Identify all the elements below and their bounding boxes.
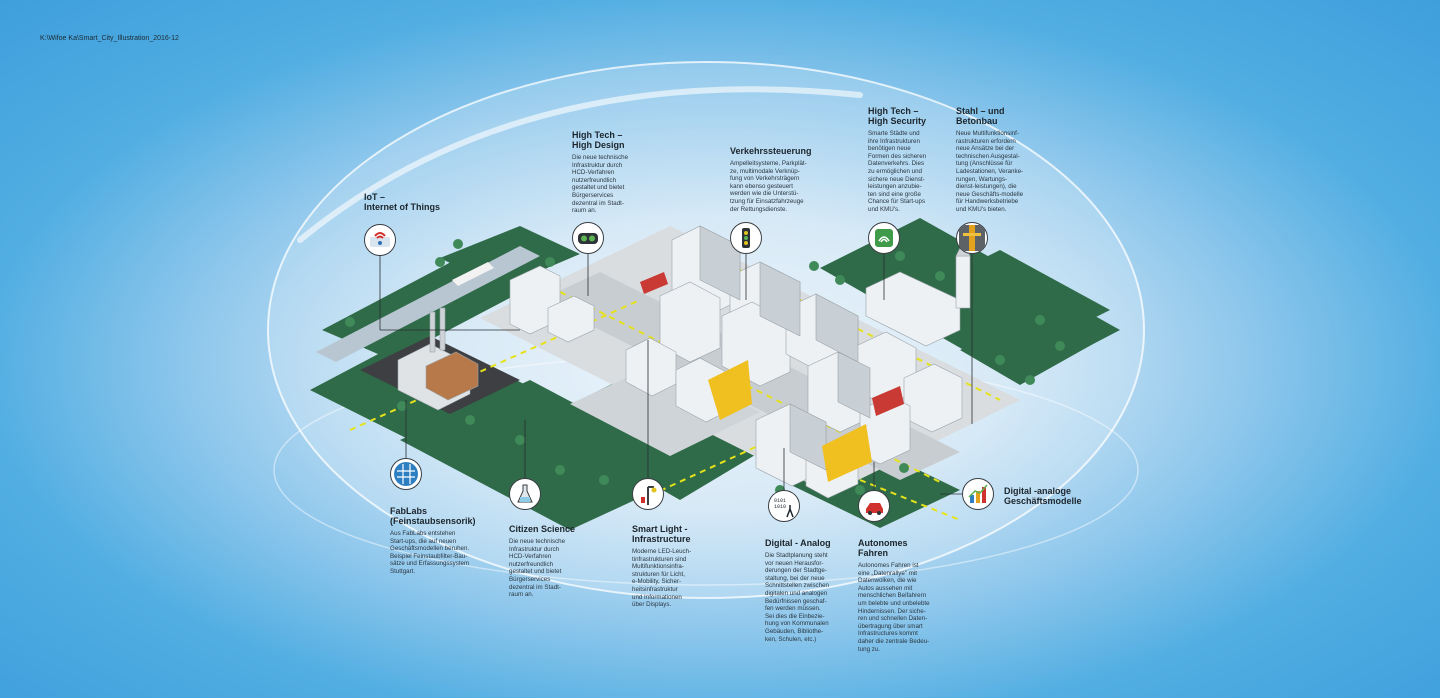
canal bbox=[316, 246, 540, 362]
label-smartlight-title: Smart Light - Infrastructure bbox=[632, 524, 691, 544]
leader-lines bbox=[379, 252, 973, 495]
streetlight-icon[interactable] bbox=[632, 478, 664, 510]
label-verkehr-title: Verkehrssteuerung bbox=[730, 146, 812, 156]
label-smartlight: Smart Light - Infrastructure Moderne LED… bbox=[632, 524, 722, 609]
svg-text:1010: 1010 bbox=[774, 504, 786, 510]
flask-icon[interactable] bbox=[509, 478, 541, 510]
label-autonom-text: Autonomes Fahren ist eine „Datenrallye" … bbox=[858, 562, 930, 653]
label-fablabs: FabLabs (Feinstaubsensorik) Aus FabLabs … bbox=[390, 506, 494, 576]
svg-text:0101: 0101 bbox=[774, 498, 786, 504]
steel-beam-icon[interactable] bbox=[956, 222, 988, 254]
business-chart-icon[interactable] bbox=[962, 478, 994, 510]
label-geschaeft-title: Digital -analoge Geschäftsmodelle bbox=[1004, 486, 1082, 506]
label-autonom-title: Autonomes Fahren bbox=[858, 538, 908, 558]
iot-wifi-icon[interactable] bbox=[364, 224, 396, 256]
label-citizen: Citizen Science Die neue technische Infr… bbox=[509, 524, 599, 599]
label-autonom: Autonomes Fahren Autonomes Fahren ist ei… bbox=[858, 538, 954, 653]
label-hightech-design-title: High Tech – High Design bbox=[572, 130, 625, 150]
label-digital-text: Die Stadtplanung steht vor neuen Herausf… bbox=[765, 552, 829, 643]
label-fablabs-text: Aus FabLabs entstehen Start-ups, die auf… bbox=[390, 530, 470, 575]
label-verkehr: Verkehrssteuerung Ampelleitsysteme, Park… bbox=[730, 146, 840, 213]
label-security-text: Smarte Städte und ihre Infrastrukturen b… bbox=[868, 130, 927, 213]
label-citizen-title: Citizen Science bbox=[509, 524, 576, 534]
security-wifi-icon[interactable] bbox=[868, 222, 900, 254]
label-digital: Digital - Analog Die Stadtplanung steht … bbox=[765, 538, 855, 643]
label-geschaeft: Digital -analoge Geschäftsmodelle bbox=[1004, 486, 1114, 510]
label-security-title: High Tech – High Security bbox=[868, 106, 927, 126]
label-citizen-text: Die neue technische Infrastruktur durch … bbox=[509, 538, 566, 599]
label-smartlight-text: Moderne LED-Leuch- tinfrastrukturen sind… bbox=[632, 548, 692, 609]
label-stahl-title: Stahl – und Betonbau bbox=[956, 106, 1005, 126]
vehicles bbox=[640, 272, 904, 482]
label-digital-title: Digital - Analog bbox=[765, 538, 831, 548]
label-verkehr-text: Ampelleitsysteme, Parkplät- ze, multimod… bbox=[730, 160, 807, 213]
label-stahl-text: Neue Multifunktionsinf- rastrukturen erf… bbox=[956, 130, 1024, 213]
trees bbox=[345, 239, 1065, 495]
fablab-map-icon[interactable] bbox=[390, 458, 422, 490]
label-fablabs-title: FabLabs (Feinstaubsensorik) bbox=[390, 506, 476, 526]
label-stahl: Stahl – und Betonbau Neue Multifunktions… bbox=[956, 106, 1052, 214]
autonomous-car-icon[interactable] bbox=[858, 490, 890, 522]
label-hightech-design-text: Die neue technische Infrastruktur durch … bbox=[572, 154, 629, 215]
label-iot-title: IoT – Internet of Things bbox=[364, 192, 440, 212]
buildings bbox=[397, 225, 971, 499]
label-iot: IoT – Internet of Things bbox=[364, 192, 474, 216]
label-hightech-design: High Tech – High Design Die neue technis… bbox=[572, 130, 662, 215]
file-path: K:\Wifoe Ka\Smart_City_Illustration_2016… bbox=[40, 35, 179, 42]
label-security: High Tech – High Security Smarte Städte … bbox=[868, 106, 960, 214]
traffic-light-icon[interactable] bbox=[730, 222, 762, 254]
eye-vr-icon[interactable] bbox=[572, 222, 604, 254]
